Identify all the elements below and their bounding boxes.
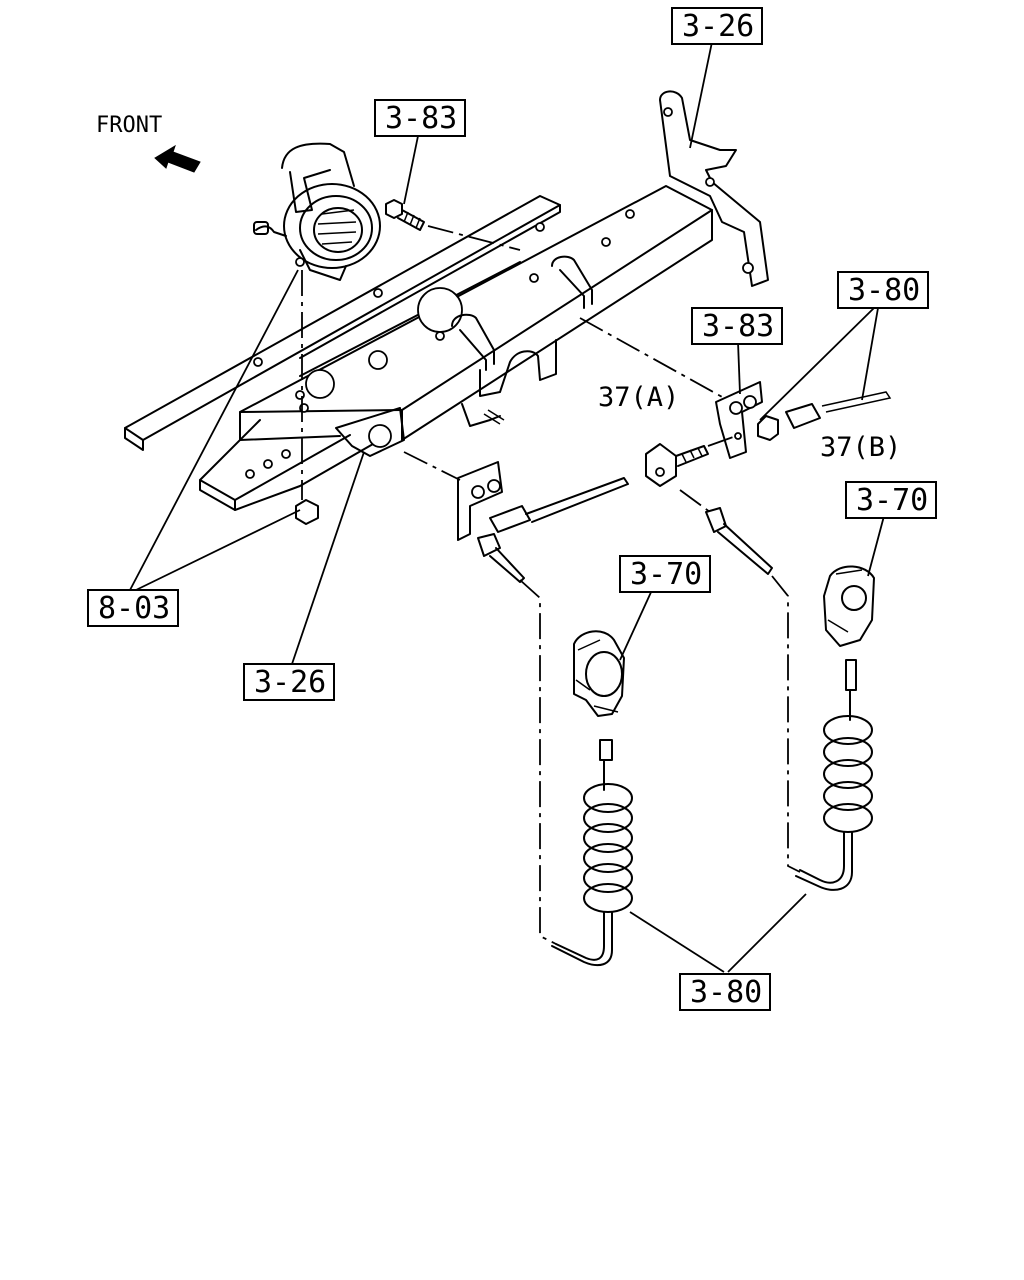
callout-383-top: 3-83: [374, 99, 466, 137]
support-bar: [124, 195, 561, 451]
callout-383-top-text: 3-83: [385, 101, 457, 136]
callout-380-bottom-text: 3-80: [690, 975, 762, 1010]
callout-370-right-text: 3-70: [856, 483, 928, 518]
hose-bracket-left: [457, 461, 629, 583]
callout-383-right-text: 3-83: [702, 309, 774, 344]
callout-326-bottom: 3-26: [243, 663, 335, 701]
callout-380-bottom: 3-80: [679, 973, 771, 1011]
front-label: FRONT: [96, 113, 162, 138]
label-37a: 37(A): [598, 382, 679, 413]
callout-380-right: 3-80: [837, 271, 929, 309]
callout-803: 8-03: [87, 589, 179, 627]
callout-383-right: 3-83: [691, 307, 783, 345]
fitting-37b: [757, 391, 892, 441]
leader-lines: [129, 41, 885, 973]
fitting-37a: [645, 443, 709, 487]
front-indicator: FRONT: [96, 113, 201, 173]
callout-370-mid: 3-70: [619, 555, 711, 593]
label-37b: 37(B): [820, 432, 901, 463]
coupling-head-mid: [573, 630, 625, 761]
coil-hose-right: [795, 689, 873, 891]
coil-hose-left: [551, 759, 633, 967]
callout-326-top: 3-26: [671, 7, 763, 45]
callout-370-mid-text: 3-70: [630, 557, 702, 592]
front-arrow-icon: [154, 144, 201, 173]
hose-stub-right: [705, 507, 773, 575]
lamp-bolt: [385, 199, 425, 231]
callout-803-text: 8-03: [98, 591, 170, 626]
callout-326-top-text: 3-26: [682, 9, 754, 44]
installation-lines: [301, 225, 801, 945]
callout-370-right: 3-70: [845, 481, 937, 519]
frame-crossmember: [199, 90, 769, 511]
connector-bracket: [715, 381, 763, 459]
callout-380-right-text: 3-80: [848, 273, 920, 308]
work-lamp: [253, 142, 381, 281]
coupling-head-right: [823, 565, 875, 691]
callout-326-bottom-text: 3-26: [254, 665, 326, 700]
lamp-nut: [295, 499, 319, 525]
